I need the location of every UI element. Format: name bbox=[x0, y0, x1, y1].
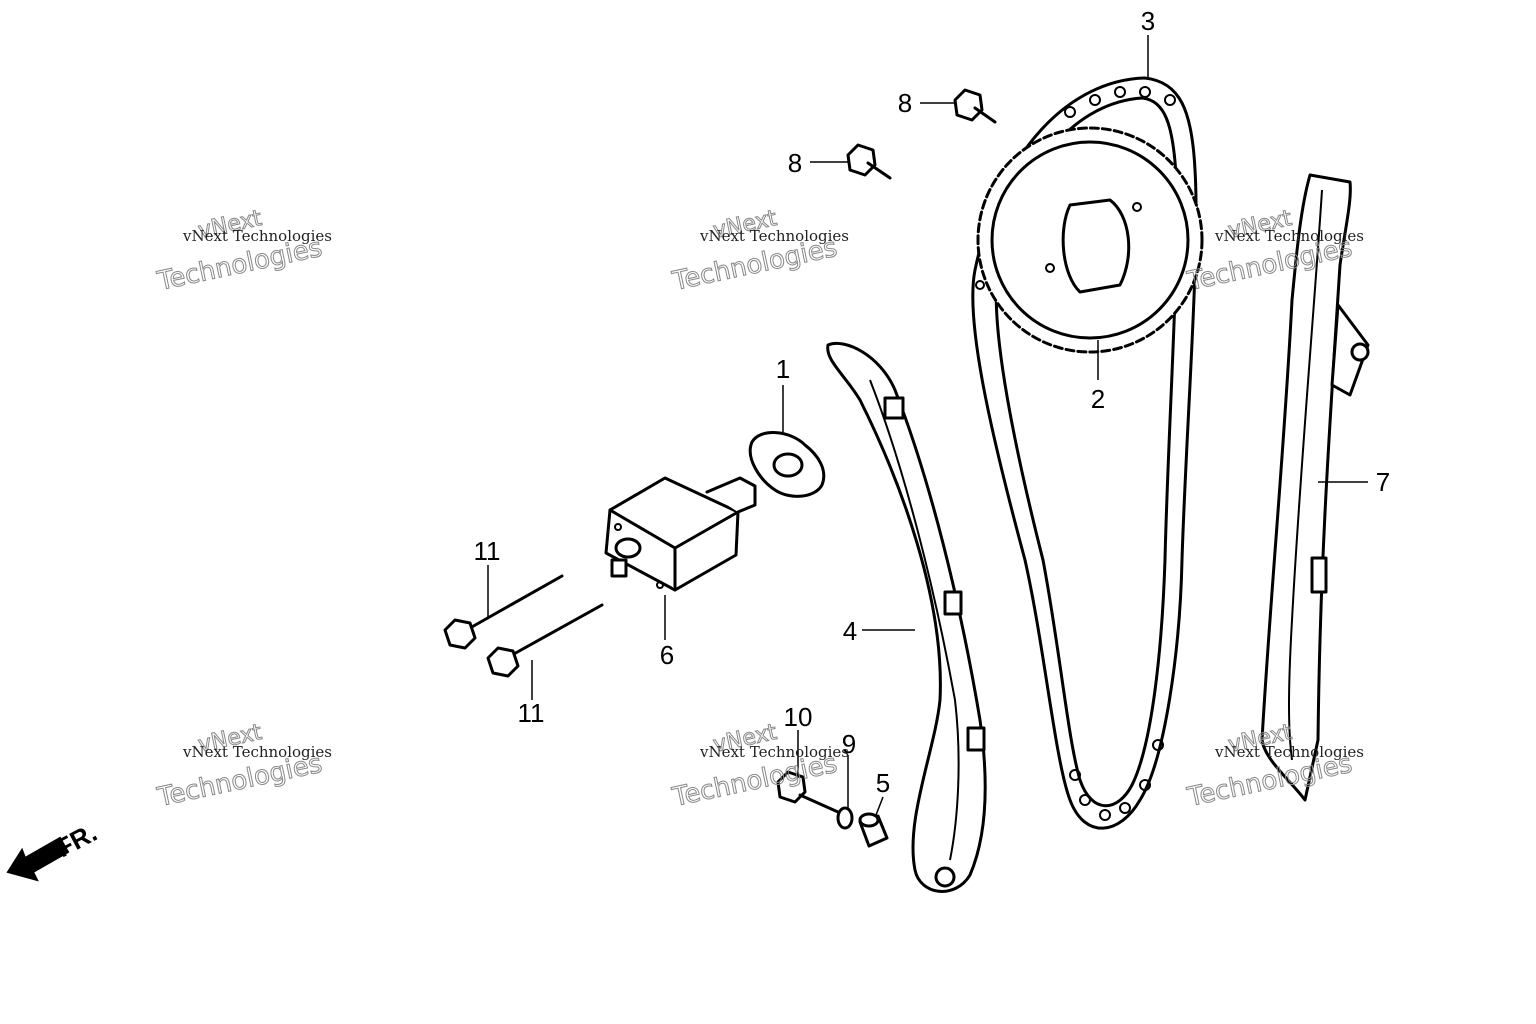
lifter-bolt-upper bbox=[443, 574, 564, 650]
watermark-small-text: vNext Technologies bbox=[182, 743, 332, 761]
watermark-small-text: vNext Technologies bbox=[1214, 743, 1364, 761]
tensioner-lifter bbox=[604, 476, 757, 592]
watermark-center-lower: vNext vNext Technologies Technologies bbox=[669, 719, 849, 813]
watermark-small-text: vNext Technologies bbox=[699, 227, 849, 245]
callout-8-upper: 8 bbox=[898, 88, 912, 118]
front-arrow-icon: FR. bbox=[6, 817, 102, 882]
pivot-collar bbox=[858, 812, 889, 848]
callout-11-upper: 11 bbox=[474, 536, 501, 566]
callout-5: 5 bbox=[876, 768, 890, 798]
cam-sprocket bbox=[976, 126, 1204, 354]
callout-4: 4 bbox=[843, 616, 857, 646]
sprocket-bolt-lower bbox=[846, 143, 892, 180]
callout-1: 1 bbox=[776, 354, 790, 384]
callout-8-lower: 8 bbox=[788, 148, 802, 178]
watermark-left-lower: vNext vNext Technologies Technologies bbox=[154, 719, 332, 813]
sprocket-bolt-upper bbox=[953, 88, 997, 124]
watermark-small-text: vNext Technologies bbox=[1214, 227, 1364, 245]
tensioner-slipper bbox=[826, 342, 987, 893]
watermark-small-text: vNext Technologies bbox=[182, 227, 332, 245]
callout-6: 6 bbox=[660, 640, 674, 670]
callout-2: 2 bbox=[1091, 384, 1105, 414]
pivot-bolt bbox=[776, 770, 840, 814]
chain-links-bottom bbox=[1069, 739, 1164, 821]
tensioner-gasket bbox=[748, 431, 826, 498]
callout-7: 7 bbox=[1376, 467, 1390, 497]
lifter-bolt-lower bbox=[486, 603, 604, 678]
watermark-center-upper: vNext vNext Technologies Technologies bbox=[669, 205, 849, 297]
watermark-small-text: vNext Technologies bbox=[699, 743, 849, 761]
callout-10: 10 bbox=[784, 702, 813, 732]
chain-guide bbox=[1260, 173, 1370, 802]
leader-lines bbox=[487, 35, 1368, 816]
watermark-left-upper: vNext vNext Technologies Technologies bbox=[154, 205, 332, 297]
callout-3: 3 bbox=[1141, 6, 1155, 36]
callout-9: 9 bbox=[842, 729, 856, 759]
watermark-right-lower: vNext vNext Technologies Technologies bbox=[1184, 719, 1364, 813]
callout-11-lower: 11 bbox=[518, 698, 545, 728]
pivot-washer bbox=[836, 806, 854, 830]
